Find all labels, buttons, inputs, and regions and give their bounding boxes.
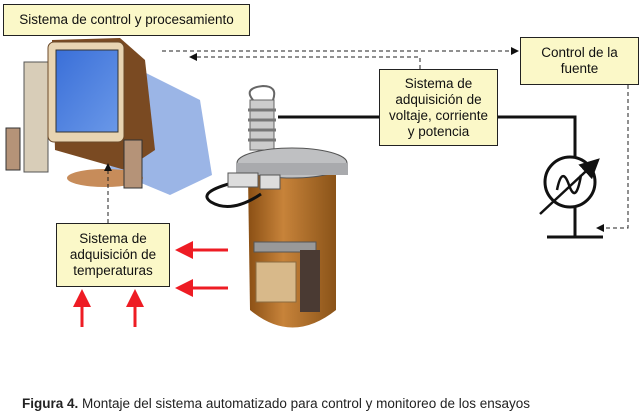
caption-text: Montaje del sistema automatizado para co… <box>78 396 531 411</box>
heat-arrows <box>73 241 228 327</box>
voltage-acquisition-box: Sistema de adquisición de voltaje, corri… <box>379 69 498 146</box>
temperature-acquisition-box: Sistema de adquisición de temperaturas <box>56 223 170 287</box>
source-control-box: Control de la fuente <box>520 37 639 85</box>
caption-label: Figura 4. <box>22 396 79 411</box>
control-processing-box: Sistema de control y procesamiento <box>3 4 250 36</box>
transformer-illustration <box>205 84 348 328</box>
box-label: Sistema de adquisición de voltaje, corri… <box>388 75 489 139</box>
link-source-control-to-source <box>596 85 629 232</box>
computer-illustration <box>5 38 212 195</box>
figure-caption: Figura 4. Montaje del sistema automatiza… <box>22 396 530 411</box>
link-acquisition-to-computer <box>189 53 421 69</box>
box-label: Control de la fuente <box>541 45 618 76</box>
box-label: Sistema de adquisición de temperaturas <box>69 231 157 278</box>
power-line <box>278 115 577 157</box>
variable-source-icon <box>539 155 603 239</box>
box-label: Sistema de control y procesamiento <box>19 12 234 27</box>
